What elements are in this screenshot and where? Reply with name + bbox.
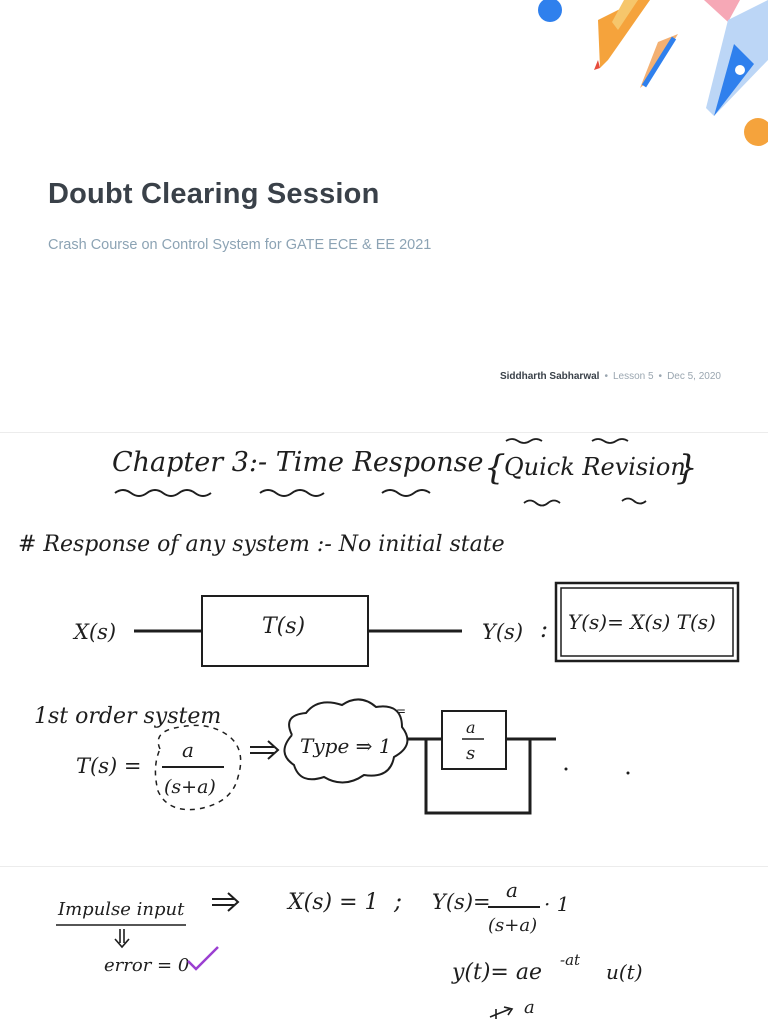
implies-arrow-icon bbox=[250, 740, 280, 760]
yt-exponent: -at bbox=[560, 951, 581, 969]
lesson-meta: Siddharth Sabharwal • Lesson 5 • Dec 5, 2020 bbox=[500, 371, 721, 382]
left-brace: { bbox=[484, 448, 506, 488]
implies-arrow-icon bbox=[212, 892, 240, 912]
pencil-icon bbox=[594, 0, 650, 70]
small-equals-mark: = bbox=[396, 704, 406, 718]
yt-tail: u(t) bbox=[606, 960, 643, 984]
notes-slide: Chapter 3:- Time Response { Quick Revisi… bbox=[0, 432, 768, 865]
bottom-arrow-icon bbox=[489, 1006, 514, 1019]
bottom-note: a bbox=[524, 997, 535, 1018]
notes-slide-2: Impulse input error = 0 X(s) = 1 ; Y(s)=… bbox=[0, 866, 768, 1025]
ys-denominator: (s+a) bbox=[488, 915, 537, 936]
quick-revision: Quick Revision bbox=[504, 453, 686, 481]
pen-nib-icon bbox=[706, 0, 768, 116]
title-slide: Doubt Clearing Session Crash Course on C… bbox=[0, 0, 768, 430]
stick-icon bbox=[640, 34, 678, 88]
pink-shape-icon bbox=[704, 0, 740, 22]
dashed-cloud bbox=[154, 724, 242, 811]
right-brace: } bbox=[676, 448, 698, 488]
integrator-denominator: s bbox=[466, 743, 475, 764]
ink-dot bbox=[564, 767, 568, 771]
decoration-pens-icon bbox=[538, 0, 768, 146]
xs-equation: X(s) = 1 bbox=[286, 890, 379, 915]
fraction-denominator: (s+a) bbox=[164, 776, 216, 798]
notes-board: Chapter 3:- Time Response { Quick Revisi… bbox=[18, 438, 740, 815]
blue-dot-icon bbox=[538, 0, 562, 22]
input-label: X(s) bbox=[72, 620, 116, 644]
impulse-input: Impulse input bbox=[57, 899, 185, 920]
type-cloud-label: Type ⇒ 1 bbox=[300, 734, 391, 758]
course-subtitle: Crash Course on Control System for GATE … bbox=[48, 237, 432, 253]
ys-lhs: Y(s)= bbox=[432, 890, 491, 914]
chapter-heading: Chapter 3:- Time Response bbox=[112, 447, 483, 478]
ink-dot bbox=[626, 771, 630, 775]
block-label: T(s) bbox=[262, 614, 305, 639]
semicolon: ; bbox=[393, 887, 402, 915]
error-value: error = 0 bbox=[104, 955, 189, 976]
lesson-number: Lesson 5 bbox=[612, 371, 654, 382]
boxed-equation-inner bbox=[560, 587, 734, 657]
yt-equation: y(t)= ae bbox=[451, 960, 542, 985]
separator-dot: • bbox=[658, 371, 663, 382]
down-arrow-icon bbox=[114, 929, 130, 949]
integrator-numerator: a bbox=[466, 718, 476, 737]
fraction-numerator: a bbox=[182, 738, 194, 762]
colon: : bbox=[540, 615, 548, 643]
feedback-path bbox=[424, 739, 532, 815]
output-label: Y(s) bbox=[482, 620, 523, 644]
first-order-system: 1st order system bbox=[34, 704, 221, 729]
author-name: Siddharth Sabharwal bbox=[499, 371, 600, 382]
notes-board-2: Impulse input error = 0 X(s) = 1 ; Y(s)=… bbox=[56, 878, 643, 1019]
lesson-date: Dec 5, 2020 bbox=[667, 371, 721, 382]
revision-squiggles bbox=[505, 438, 647, 507]
heading-squiggle bbox=[114, 489, 431, 497]
orange-dot-icon bbox=[744, 118, 768, 146]
boxed-equation-frame bbox=[554, 581, 740, 663]
check-mark-icon bbox=[187, 946, 219, 971]
ts-lhs: T(s) = bbox=[76, 754, 141, 778]
response-line: # Response of any system :- No initial s… bbox=[18, 532, 505, 557]
boxed-equation: Y(s)= X(s) T(s) bbox=[568, 610, 716, 634]
separator-dot: • bbox=[604, 371, 608, 382]
ys-tail: · 1 bbox=[544, 892, 569, 916]
ys-numerator: a bbox=[506, 878, 518, 902]
type-cloud bbox=[283, 698, 409, 784]
page-title: Doubt Clearing Session bbox=[48, 178, 380, 210]
